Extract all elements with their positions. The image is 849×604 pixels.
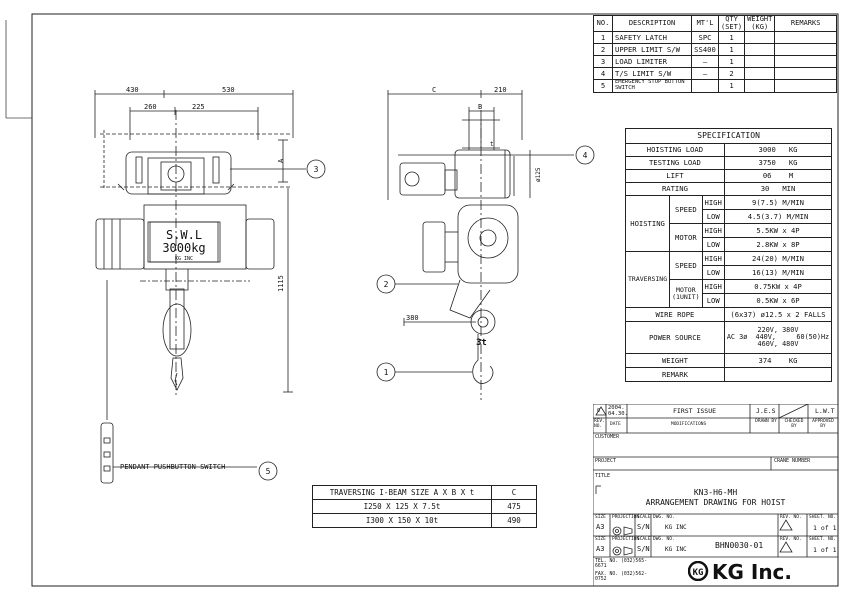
drawn-by: J.E.S	[756, 407, 776, 415]
front-view	[94, 90, 326, 484]
rev-mark: 0	[597, 408, 601, 414]
bom-header-mtl: MT'L	[691, 15, 719, 32]
swl-line3: KG INC	[175, 256, 193, 262]
sheet-border	[31, 13, 839, 587]
beam-table: TRAVERSING I-BEAM SIZE A X B X t C I250 …	[312, 485, 537, 528]
dim-260: 260	[144, 103, 157, 111]
callout-2: 2	[384, 280, 389, 289]
kg-logo: KG	[687, 560, 710, 585]
beam-row: I250 X 125 X 7.5t 475	[312, 499, 537, 514]
callout-1: 1	[384, 368, 389, 377]
project-label: PROJECT	[595, 458, 617, 464]
side-view	[376, 90, 595, 400]
sheet-value: 1 of 1	[813, 524, 837, 532]
bom-table: NO. DESCRIPTION MT'L QTY (SET) WEIGHT (K…	[593, 15, 837, 93]
hook-mark: 3t	[476, 338, 487, 348]
bom-header-desc: DESCRIPTION	[612, 15, 692, 32]
scale-value: S/N	[637, 523, 650, 531]
dim-210: 210	[494, 86, 507, 94]
svg-text:KG: KG	[693, 568, 704, 578]
fax-no: FAX. NO. (032)562-0752	[595, 572, 647, 583]
kg-logo-icon: KG	[687, 560, 709, 582]
dim-380: 380	[406, 314, 419, 322]
bom-row: 1 SAFETY LATCH SPC 1	[593, 31, 837, 44]
company-name: KG Inc.	[712, 560, 793, 584]
dim-b: B	[478, 103, 482, 111]
swl-line2: 3000kg	[162, 241, 205, 255]
title-label: TITLE	[595, 473, 611, 479]
dwg-no: BHN0030-01	[715, 541, 764, 550]
dim-c: C	[432, 86, 436, 94]
title-line1: KN3-H6-MH	[693, 488, 738, 497]
dim-530: 530	[222, 86, 235, 94]
dim-a: A	[277, 158, 285, 163]
callout-5: 5	[266, 467, 271, 476]
bom-row: 3 LOAD LIMITER — 1	[593, 55, 837, 68]
swl-plate	[149, 221, 219, 263]
customer-label: CUSTOMER	[595, 434, 620, 440]
crane-number-label: CRANE NUMBER	[774, 458, 811, 464]
bom-header-no: NO.	[593, 15, 613, 32]
bom-header-qty: QTY (SET)	[717, 15, 746, 32]
tel-no: TEL. NO. (032)565-6671	[595, 559, 647, 570]
callout-4: 4	[583, 151, 588, 160]
bom-row: 4 T/S LIMIT S/W — 2	[593, 67, 837, 80]
title-block-grid	[593, 404, 838, 586]
beam-header: TRAVERSING I-BEAM SIZE A X B X t	[312, 485, 492, 500]
bom-header-weight: WEIGHT (KG)	[744, 15, 776, 32]
dim-t: t	[490, 141, 494, 148]
size-value: A3	[596, 523, 605, 531]
dim-1115: 1115	[277, 275, 285, 292]
bom-row: 5 EMERGENCY STOP BUTTON SWITCH 1	[593, 79, 837, 93]
dim-225: 225	[192, 103, 205, 111]
swl-line1: S.W.L	[166, 228, 202, 242]
dim-phi125: ø125	[535, 167, 542, 182]
spec-title: SPECIFICATION	[624, 128, 833, 144]
title-line2: ARRANGEMENT DRAWING FOR HOIST	[645, 498, 786, 507]
dim-430: 430	[126, 86, 139, 94]
rev-date: 2004. 04.30.	[608, 405, 628, 418]
callout-3: 3	[314, 165, 319, 174]
title-block: 0 2004. 04.30. FIRST ISSUE J.E.S L.W.T R…	[593, 404, 838, 586]
beam-row: I300 X 150 X 10t 490	[312, 513, 537, 528]
bom-header-remarks: REMARKS	[774, 15, 837, 32]
bom-row: 2 UPPER LIMIT S/W SS400 1	[593, 43, 837, 56]
spec-table: SPECIFICATION HOISTING LOAD 3000 KG TEST…	[624, 128, 833, 382]
pendant-label: PENDANT PUSHBUTTON SWITCH	[120, 463, 225, 471]
modification: FIRST ISSUE	[673, 407, 717, 415]
approved-by: L.W.T	[815, 407, 835, 415]
